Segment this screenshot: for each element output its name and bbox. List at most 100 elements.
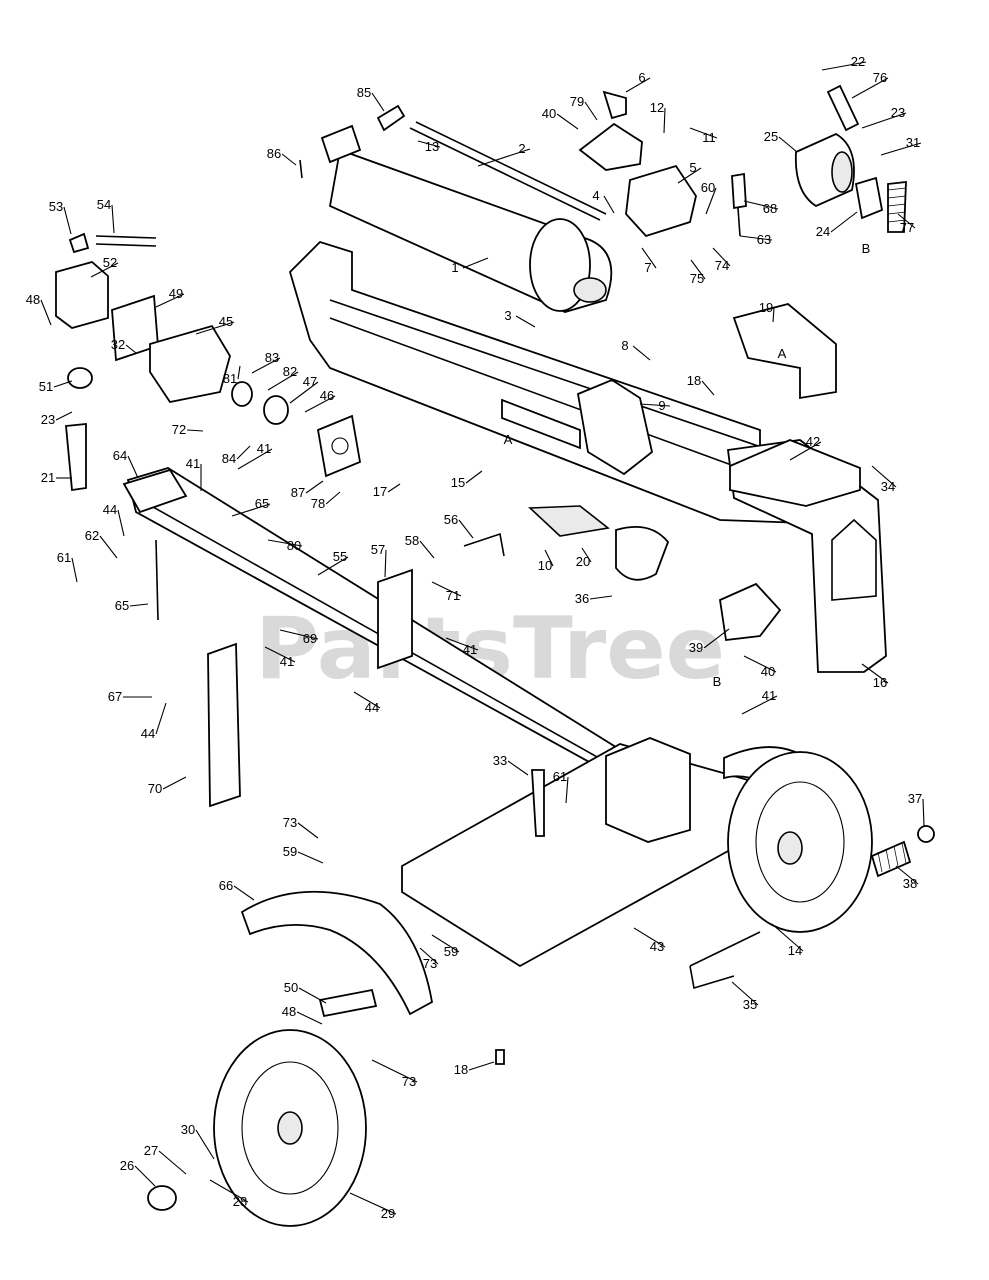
callout-number: 26 xyxy=(120,1158,134,1173)
callout-number: 14 xyxy=(788,943,802,958)
callout-c41b: 41 xyxy=(237,441,273,470)
callout-number: 4 xyxy=(592,188,599,203)
leader-line xyxy=(544,549,554,567)
leader-line xyxy=(625,77,651,93)
callout-c40b: 40 xyxy=(743,655,777,679)
callout-c33: 33 xyxy=(493,753,529,776)
callout-c56: 56 xyxy=(444,512,474,539)
valve-bracket-79 xyxy=(578,122,643,171)
leader-line xyxy=(419,540,435,559)
mount-plate-87 xyxy=(316,414,362,478)
callout-c23b: 23 xyxy=(41,411,73,427)
callout-c42: 42 xyxy=(789,434,822,461)
callout-c48b: 48 xyxy=(282,1004,323,1025)
callout-c61a: 61 xyxy=(57,550,78,583)
callout-c59a: 59 xyxy=(283,844,324,864)
leader-line xyxy=(861,112,907,129)
leader-line xyxy=(507,760,529,776)
callout-c19: 19 xyxy=(759,300,775,323)
leader-line xyxy=(53,380,73,388)
callout-number: 11 xyxy=(702,130,716,145)
leader-line xyxy=(445,637,479,651)
leader-line xyxy=(289,381,319,404)
leader-line xyxy=(304,395,336,413)
filter-25 xyxy=(794,132,855,208)
leader-line xyxy=(515,315,536,328)
callout-c34: 34 xyxy=(871,465,897,494)
callout-c53: 53 xyxy=(49,199,72,235)
callout-number: 6 xyxy=(638,70,645,85)
pin-85 xyxy=(376,104,406,132)
callout-c64: 64 xyxy=(113,448,139,479)
callout-c22: 22 xyxy=(821,54,867,71)
callout-c21: 21 xyxy=(41,470,72,485)
callout-c17: 17 xyxy=(373,483,401,499)
callout-number: 39 xyxy=(689,640,703,655)
callout-c75: 75 xyxy=(690,259,706,286)
leader-line xyxy=(880,142,922,156)
callout-number: 60 xyxy=(701,180,715,195)
callout-c62: 62 xyxy=(85,528,118,559)
leader-line xyxy=(772,307,775,323)
leader-line xyxy=(741,695,778,715)
callout-c54: 54 xyxy=(97,197,115,234)
callout-c39: 39 xyxy=(689,628,730,655)
callout-number: 79 xyxy=(570,94,584,109)
hex-bolt-33 xyxy=(531,769,545,837)
leader-line xyxy=(195,321,235,335)
leader-line xyxy=(743,200,779,210)
callout-number: 36 xyxy=(575,591,589,606)
leader-line xyxy=(465,470,483,484)
callout-c41e: 41 xyxy=(741,688,778,715)
callout-number: 52 xyxy=(103,255,117,270)
callout-number: 44 xyxy=(141,726,155,741)
callout-c3: 3 xyxy=(504,308,536,328)
leader-line xyxy=(468,1061,495,1071)
leader-line xyxy=(264,646,296,663)
leader-line xyxy=(584,101,598,121)
callout-c49: 49 xyxy=(155,286,185,308)
callout-number: 44 xyxy=(103,502,117,517)
callout-number: 68 xyxy=(763,201,777,216)
callout-c57: 57 xyxy=(371,542,387,578)
callout-c83: 83 xyxy=(251,350,281,374)
callout-number: 43 xyxy=(650,939,664,954)
callout-c5: 5 xyxy=(677,160,702,184)
callout-number: 46 xyxy=(320,388,334,403)
callout-number: 58 xyxy=(405,533,419,548)
plate-50 xyxy=(318,988,378,1018)
callout-c65a: 65 xyxy=(231,496,271,517)
leader-line xyxy=(125,344,137,354)
callout-number: 63 xyxy=(757,232,771,247)
callout-number: 59 xyxy=(283,844,297,859)
callout-number: 70 xyxy=(148,781,162,796)
callout-c30: 30 xyxy=(181,1122,215,1160)
leader-line xyxy=(712,247,731,267)
callout-number: 78 xyxy=(311,496,325,511)
callout-c32: 32 xyxy=(111,337,137,354)
leader-line xyxy=(233,885,255,901)
callout-c9: 9 xyxy=(639,398,671,413)
callout-c82: 82 xyxy=(267,364,299,391)
callout-c68: 68 xyxy=(743,200,779,216)
callout-c52: 52 xyxy=(90,255,119,278)
callout-c6: 6 xyxy=(625,70,651,93)
leader-line xyxy=(639,403,671,407)
leader-line xyxy=(690,259,706,280)
leader-line xyxy=(231,503,271,517)
callout-number: 3 xyxy=(504,308,511,323)
callout-c47: 47 xyxy=(289,374,319,404)
leader-line xyxy=(325,491,341,505)
leader-line xyxy=(281,153,297,166)
callout-c58: 58 xyxy=(405,533,435,559)
callout-c31: 31 xyxy=(880,135,922,156)
wheel-right xyxy=(727,751,873,933)
callout-c71: 71 xyxy=(431,581,462,603)
reference-letter-refB2: B xyxy=(713,674,722,689)
callout-c63: 63 xyxy=(739,232,773,247)
hose-54 xyxy=(95,235,157,247)
callout-number: 8 xyxy=(621,338,628,353)
leader-line xyxy=(861,663,889,684)
callout-c55: 55 xyxy=(317,549,349,576)
